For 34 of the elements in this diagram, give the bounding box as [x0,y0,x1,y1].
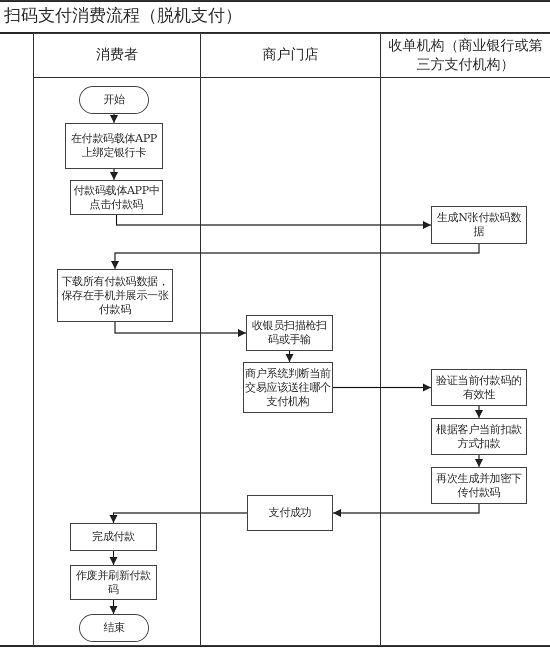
swimlane [33,33,201,646]
process-box: 生成N张付款码数据 [431,206,527,244]
arrow [114,322,246,337]
process-box: 收银员扫描枪扫码或手输 [246,315,333,351]
arrow [110,169,118,180]
arrow [475,406,483,418]
arrow [110,600,118,614]
swimlane [200,33,381,646]
process-box: 下载所有付款码数据，保存在手机并展示一张付款码 [57,269,173,322]
process-box: 付款码载体APP中点击付款码 [70,180,163,215]
arrow [116,215,431,229]
arrow [333,504,480,517]
arrow [286,351,294,362]
arrow [110,551,118,565]
arrow [110,114,118,123]
arrow [475,455,483,467]
terminal-box: 开始 [79,86,149,114]
arrow [111,244,480,269]
process-box: 商户系统判断当前交易应该送往哪个支付机构 [243,362,333,413]
arrow [110,512,247,523]
process-box: 根据客户当前扣款方式扣款 [431,418,527,455]
process-box: 支付成功 [247,495,333,531]
lane-title: 收单机构（商业银行或第三方支付机构） [388,37,544,75]
process-box: 完成付款 [70,523,157,551]
process-box: 验证当前付款码的有效性 [431,369,527,406]
diagram-title: 扫码支付消费流程（脱机支付） [4,5,242,27]
lane-title: 消费者 [95,46,139,65]
swimlane [380,33,550,646]
terminal-box: 结束 [79,614,149,642]
process-box: 再次生成并加密下传付款码 [431,467,527,504]
process-box: 在付款码载体APP上绑定银行卡 [65,123,163,169]
process-box: 作废并刷新付款码 [70,565,157,600]
lane-title: 商户门店 [262,46,320,65]
arrow [333,384,431,392]
